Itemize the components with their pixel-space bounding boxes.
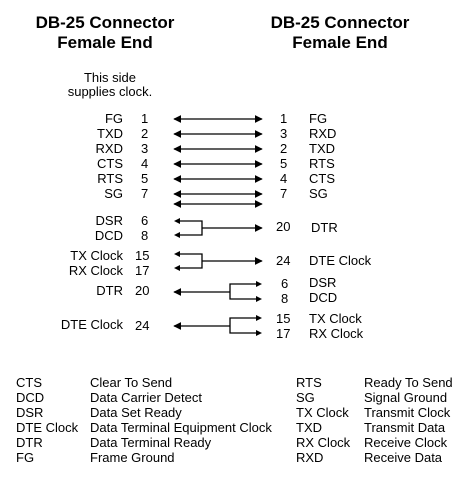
legend-desc: Receive Data bbox=[364, 450, 443, 465]
legend-desc: Data Terminal Equipment Clock bbox=[90, 420, 272, 435]
right-pin-name: RTS bbox=[309, 156, 335, 171]
wire-dtr-to-dsr-dcd bbox=[173, 281, 262, 302]
legend-desc: Transmit Clock bbox=[364, 405, 451, 420]
right-pin-number: 17 bbox=[276, 326, 291, 341]
left-pin-name: DTE Clock bbox=[60, 317, 123, 332]
legend-desc: Transmit Data bbox=[364, 420, 446, 435]
left-pin-number: 7 bbox=[141, 186, 149, 201]
clock-note-line1: This side bbox=[83, 70, 137, 85]
right-pin-name: FG bbox=[309, 111, 328, 126]
right-pin-number: 2 bbox=[280, 141, 288, 156]
legend-desc: Data Terminal Ready bbox=[90, 435, 212, 450]
left-connector-subtitle: Female End bbox=[57, 33, 153, 52]
right-pin-name: DCD bbox=[309, 290, 338, 305]
legend-abbr: DTR bbox=[16, 435, 43, 450]
right-pin-name: RXD bbox=[309, 126, 337, 141]
right-pin-number: 8 bbox=[281, 291, 289, 306]
legend-abbr: TXD bbox=[296, 420, 322, 435]
legend-abbr: CTS bbox=[16, 375, 42, 390]
right-pin-name: CTS bbox=[309, 171, 335, 186]
left-pin-number: 2 bbox=[141, 126, 149, 141]
legend-abbr: DCD bbox=[16, 390, 45, 405]
left-pin-name: CTS bbox=[97, 156, 123, 171]
right-pin-name: RX Clock bbox=[309, 326, 364, 341]
right-pin-name: DTE Clock bbox=[309, 253, 372, 268]
left-pin-name: DCD bbox=[94, 228, 123, 243]
right-pin-number: 3 bbox=[280, 126, 288, 141]
legend-desc: Clear To Send bbox=[90, 375, 173, 390]
left-pin-name: SG bbox=[104, 186, 123, 201]
clock-note-line2: supplies clock. bbox=[67, 84, 153, 99]
legend-desc: Data Carrier Detect bbox=[90, 390, 202, 405]
right-pin-number: 20 bbox=[276, 219, 291, 234]
left-pin-number: 24 bbox=[135, 318, 150, 333]
legend-abbr: FG bbox=[16, 450, 35, 465]
legend-abbr: TX Clock bbox=[296, 405, 349, 420]
right-pin-number: 24 bbox=[276, 253, 291, 268]
left-pin-name: RXD bbox=[95, 141, 123, 156]
right-pin-name: TXD bbox=[309, 141, 335, 156]
legend-abbr: SG bbox=[296, 390, 315, 405]
legend-abbr: RX Clock bbox=[296, 435, 351, 450]
right-pin-number: 15 bbox=[276, 311, 291, 326]
left-pin-name: FG bbox=[104, 111, 123, 126]
legend-desc: Ready To Send bbox=[364, 375, 453, 390]
legend-abbr: RXD bbox=[296, 450, 324, 465]
right-pin-number: 6 bbox=[281, 276, 289, 291]
right-pin-name: SG bbox=[309, 186, 328, 201]
right-pin-number: 1 bbox=[280, 111, 288, 126]
legend-abbr: DSR bbox=[16, 405, 44, 420]
legend-desc: Signal Ground bbox=[364, 390, 448, 405]
right-pin-number: 5 bbox=[280, 156, 288, 171]
wire-dte-clock-to-clocks bbox=[173, 315, 262, 336]
right-pin-number: 7 bbox=[280, 186, 288, 201]
right-connector-subtitle: Female End bbox=[292, 33, 388, 52]
left-pin-name: DSR bbox=[95, 213, 123, 228]
left-pin-number: 5 bbox=[141, 171, 149, 186]
wire-dsr-dcd-to-dtr bbox=[174, 218, 263, 238]
legend-desc: Data Set Ready bbox=[90, 405, 182, 420]
right-connector-title: DB-25 Connector bbox=[270, 13, 410, 32]
left-pin-number: 3 bbox=[141, 141, 149, 156]
right-pin-name: DSR bbox=[309, 275, 337, 290]
left-pin-number: 20 bbox=[135, 283, 150, 298]
legend-abbr: RTS bbox=[296, 375, 322, 390]
left-pin-number: 4 bbox=[141, 156, 149, 171]
left-pin-number: 1 bbox=[141, 111, 149, 126]
left-pin-name: RTS bbox=[97, 171, 123, 186]
legend-abbr: DTE Clock bbox=[16, 420, 79, 435]
left-pin-number: 15 bbox=[135, 248, 150, 263]
right-pin-number: 4 bbox=[280, 171, 288, 186]
legend-desc: Frame Ground bbox=[90, 450, 175, 465]
left-pin-name: DTR bbox=[96, 283, 123, 298]
left-pin-name: TXD bbox=[97, 126, 123, 141]
left-pin-name: TX Clock bbox=[70, 248, 123, 263]
right-pin-name: DTR bbox=[311, 220, 338, 235]
legend-desc: Receive Clock bbox=[364, 435, 448, 450]
left-pin-number: 8 bbox=[141, 228, 149, 243]
wire-clocks-to-dte-clock bbox=[174, 251, 263, 271]
left-pin-number: 6 bbox=[141, 213, 149, 228]
right-pin-name: TX Clock bbox=[309, 311, 362, 326]
left-pin-name: RX Clock bbox=[68, 263, 123, 278]
left-connector-title: DB-25 Connector bbox=[35, 13, 175, 32]
left-pin-number: 17 bbox=[135, 263, 150, 278]
